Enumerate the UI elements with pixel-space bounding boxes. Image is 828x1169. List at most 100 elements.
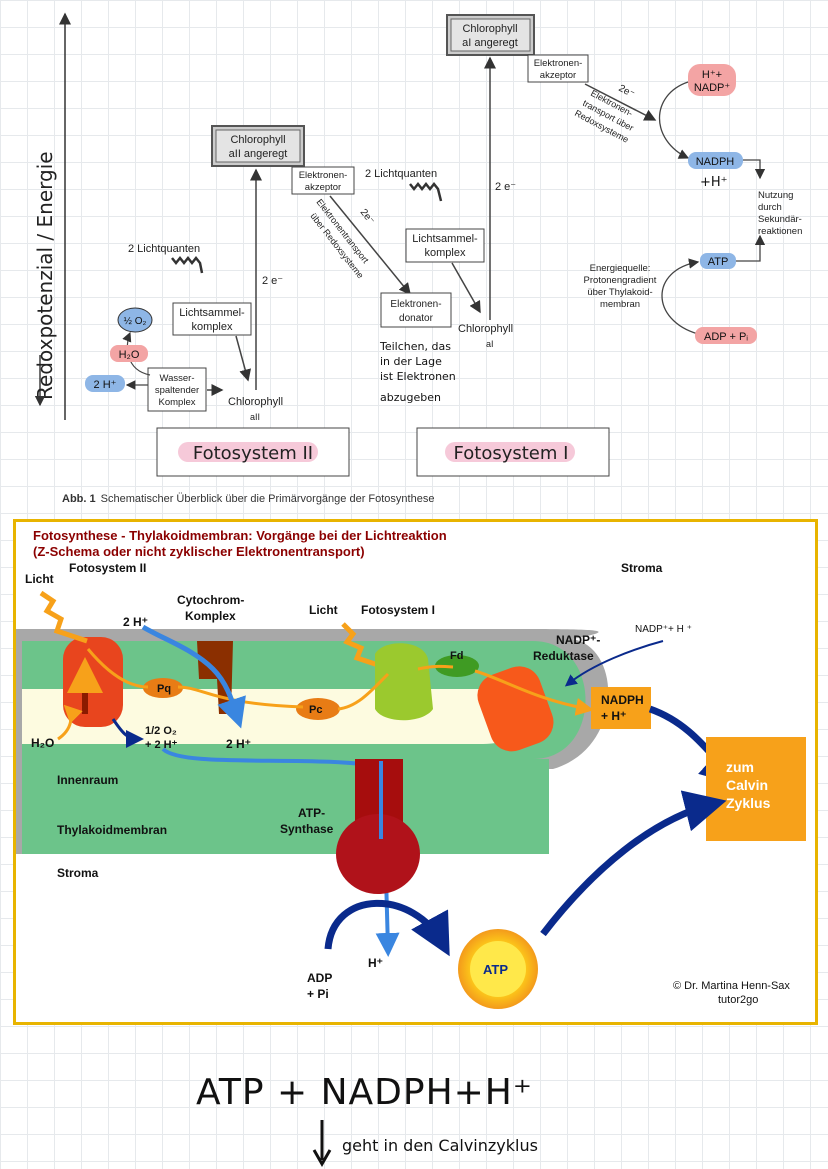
svg-text:Sekundär-: Sekundär-	[758, 214, 802, 225]
nadp-reductase	[477, 666, 554, 752]
svg-text:2 H⁺: 2 H⁺	[226, 737, 251, 751]
nadph-pill	[688, 152, 743, 169]
svg-text:H₂O: H₂O	[119, 349, 140, 361]
svg-text:Zyklus: Zyklus	[726, 795, 771, 811]
svg-text:Calvin: Calvin	[726, 777, 768, 793]
svg-text:Chlorophyll: Chlorophyll	[462, 23, 517, 35]
h2o-pill	[110, 345, 148, 362]
ps1-antenna-box	[405, 228, 485, 263]
y-axis-label: Redoxpotenzial / Energie	[33, 151, 57, 400]
svg-text:ATP: ATP	[483, 962, 508, 977]
title-line2: (Z-Schema oder nicht zyklischer Elektron…	[33, 544, 365, 559]
svg-text:ATP: ATP	[708, 256, 729, 268]
adp-pill-top	[695, 327, 757, 344]
atp-pill-top	[700, 253, 736, 269]
svg-text:H⁺: H⁺	[368, 956, 383, 970]
ps2-antenna-line1: Lichtsammel-	[179, 307, 245, 319]
svg-text:© Dr. Martina Henn-Sax: © Dr. Martina Henn-Sax	[673, 980, 790, 992]
svg-text:Chlorophyll: Chlorophyll	[458, 323, 513, 335]
ps2-chlorophyll-line1: Chlorophyll	[228, 396, 283, 408]
svg-text:H₂O: H₂O	[31, 736, 54, 750]
ps1-acceptor-box	[527, 54, 589, 83]
handwritten-note: geht in den Calvinzyklus	[342, 1136, 538, 1155]
svg-text:über Thylakoid-: über Thylakoid-	[587, 287, 652, 298]
svg-text:2 e⁻: 2 e⁻	[495, 181, 516, 193]
svg-text:Innenraum: Innenraum	[57, 773, 118, 787]
svg-text:ADP: ADP	[307, 971, 332, 985]
svg-text:Fotosystem II: Fotosystem II	[69, 561, 146, 575]
ps2-light-label: 2 Lichtquanten	[128, 243, 200, 255]
svg-text:2e⁻: 2e⁻	[617, 83, 637, 100]
svg-text:NADP⁺-: NADP⁺-	[556, 633, 600, 647]
svg-text:Elektronen-: Elektronen-	[390, 299, 441, 310]
ps2-excited-line1: Chlorophyll	[230, 134, 285, 146]
svg-text:2 H⁺: 2 H⁺	[94, 379, 117, 391]
ps2-chlorophyll-line2: aII	[250, 412, 260, 422]
title-line1: Fotosynthese - Thylakoidmembran: Vorgäng…	[33, 528, 447, 543]
svg-text:Komplex: Komplex	[159, 397, 196, 408]
svg-text:Elektronen-: Elektronen-	[534, 58, 583, 69]
donor-box	[380, 292, 452, 328]
svg-text:komplex: komplex	[425, 247, 466, 259]
ps1-light-label: 2 Lichtquanten	[365, 168, 437, 180]
svg-text:durch: durch	[758, 202, 782, 213]
svg-text:aI: aI	[486, 339, 494, 349]
light-ray-ps1	[341, 622, 382, 669]
pq-carrier	[143, 678, 183, 698]
svg-text:Licht: Licht	[25, 572, 54, 586]
handwritten-formula: ATP + NADPH+H⁺	[196, 1072, 533, 1113]
svg-text:NADPH: NADPH	[696, 156, 735, 168]
svg-text:2 H⁺: 2 H⁺	[123, 615, 148, 629]
nadp-in-pill	[688, 64, 736, 96]
ps2-acceptor-box	[291, 166, 355, 195]
svg-text:akzeptor: akzeptor	[540, 70, 576, 81]
ps1-complex	[375, 643, 433, 721]
svg-text:Energiequelle:: Energiequelle:	[590, 263, 651, 274]
o2-bubble	[117, 307, 153, 333]
svg-text:spaltender: spaltender	[155, 385, 199, 396]
ps1-title: Fotosystem I	[454, 443, 569, 464]
ps2-light-squiggle	[171, 255, 204, 274]
svg-text:NADP⁺+ H ⁺: NADP⁺+ H ⁺	[635, 624, 692, 635]
svg-text:tutor2go: tutor2go	[718, 994, 758, 1006]
svg-text:Protonengradient: Protonengradient	[584, 275, 657, 286]
svg-text:ATP-: ATP-	[298, 806, 325, 820]
svg-text:Licht: Licht	[309, 603, 338, 617]
svg-text:+H⁺: +H⁺	[700, 175, 728, 190]
svg-text:Komplex: Komplex	[185, 609, 236, 623]
svg-text:+ Pi: + Pi	[307, 987, 329, 1001]
svg-text:H⁺+: H⁺+	[702, 69, 722, 81]
light-ray-ps2	[39, 590, 88, 644]
svg-text:Lichtsammel-: Lichtsammel-	[412, 233, 478, 245]
svg-text:Elektronen-: Elektronen-	[299, 170, 348, 181]
donor-note-3: ist Elektronen	[380, 370, 456, 383]
ps1-light-squiggle	[409, 181, 443, 202]
svg-text:membran: membran	[600, 299, 640, 310]
protons-pill	[85, 375, 125, 392]
svg-text:zum: zum	[726, 759, 754, 775]
donor-note-1: Teilchen, das	[379, 340, 451, 353]
svg-text:Wasser-: Wasser-	[159, 373, 194, 384]
atp-synthase-head	[336, 814, 420, 894]
svg-text:+ 2 H⁺: + 2 H⁺	[145, 739, 178, 751]
thylakoid-diagram: Fotosynthese - Thylakoidmembran: Vorgäng…	[13, 519, 818, 1025]
water-split-box	[147, 367, 207, 412]
donor-note-4: abzugeben	[380, 391, 441, 404]
svg-text:Stroma: Stroma	[621, 561, 663, 575]
ps2-excited-line2: aII angeregt	[229, 148, 288, 160]
svg-text:donator: donator	[399, 313, 434, 324]
fd-carrier	[435, 655, 479, 677]
svg-text:Fd: Fd	[450, 650, 463, 662]
svg-text:+ H⁺: + H⁺	[601, 709, 626, 723]
svg-text:Reduktase: Reduktase	[533, 649, 594, 663]
ps2-antenna-box	[172, 302, 252, 336]
svg-text:NADPH: NADPH	[601, 693, 644, 707]
svg-text:2e⁻: 2e⁻	[358, 207, 377, 227]
svg-text:akzeptor: akzeptor	[305, 182, 341, 193]
svg-text:Stroma: Stroma	[57, 866, 99, 880]
svg-text:Nutzung: Nutzung	[758, 190, 793, 201]
ps2-antenna-line2: komplex	[192, 321, 233, 333]
down-arrow	[312, 1120, 332, 1168]
svg-text:Synthase: Synthase	[280, 822, 334, 836]
